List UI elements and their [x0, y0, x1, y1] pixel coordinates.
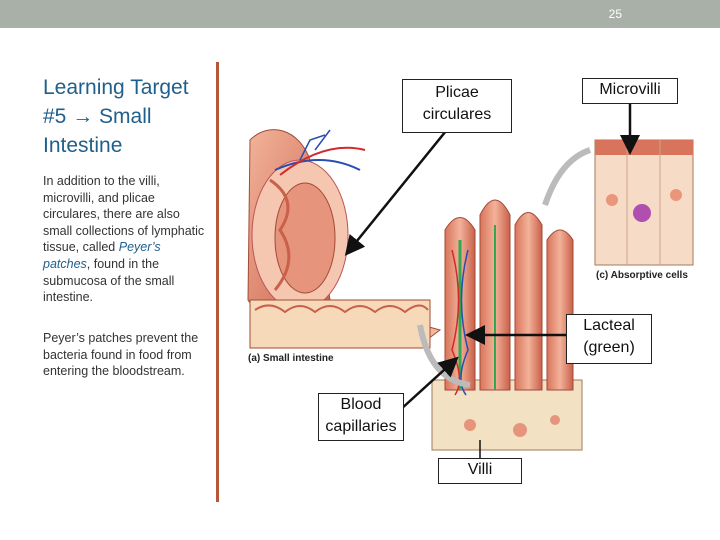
- blood-line-1: Blood: [319, 394, 403, 416]
- lacteal-label: Lacteal (green): [566, 314, 652, 364]
- villi-label: Villi: [438, 458, 522, 484]
- plicae-line-2: circulares: [403, 104, 511, 126]
- absorptive-cells-drawing: [595, 140, 693, 265]
- intestine-tube: [248, 130, 440, 348]
- figure-label-c: (c) Absorptive cells: [596, 270, 688, 281]
- blood-line-2: capillaries: [319, 416, 403, 438]
- figure-label-a: (a) Small intestine: [248, 353, 334, 364]
- microvilli-label: Microvilli: [582, 78, 678, 104]
- blood-capillaries-label: Blood capillaries: [318, 393, 404, 441]
- lacteal-line-2: (green): [567, 337, 651, 359]
- plicae-arrow: [348, 126, 450, 252]
- plicae-circulares-label: Plicae circulares: [402, 79, 512, 133]
- plicae-line-1: Plicae: [403, 82, 511, 104]
- villi-drawing: [432, 200, 582, 450]
- lacteal-line-1: Lacteal: [567, 315, 651, 337]
